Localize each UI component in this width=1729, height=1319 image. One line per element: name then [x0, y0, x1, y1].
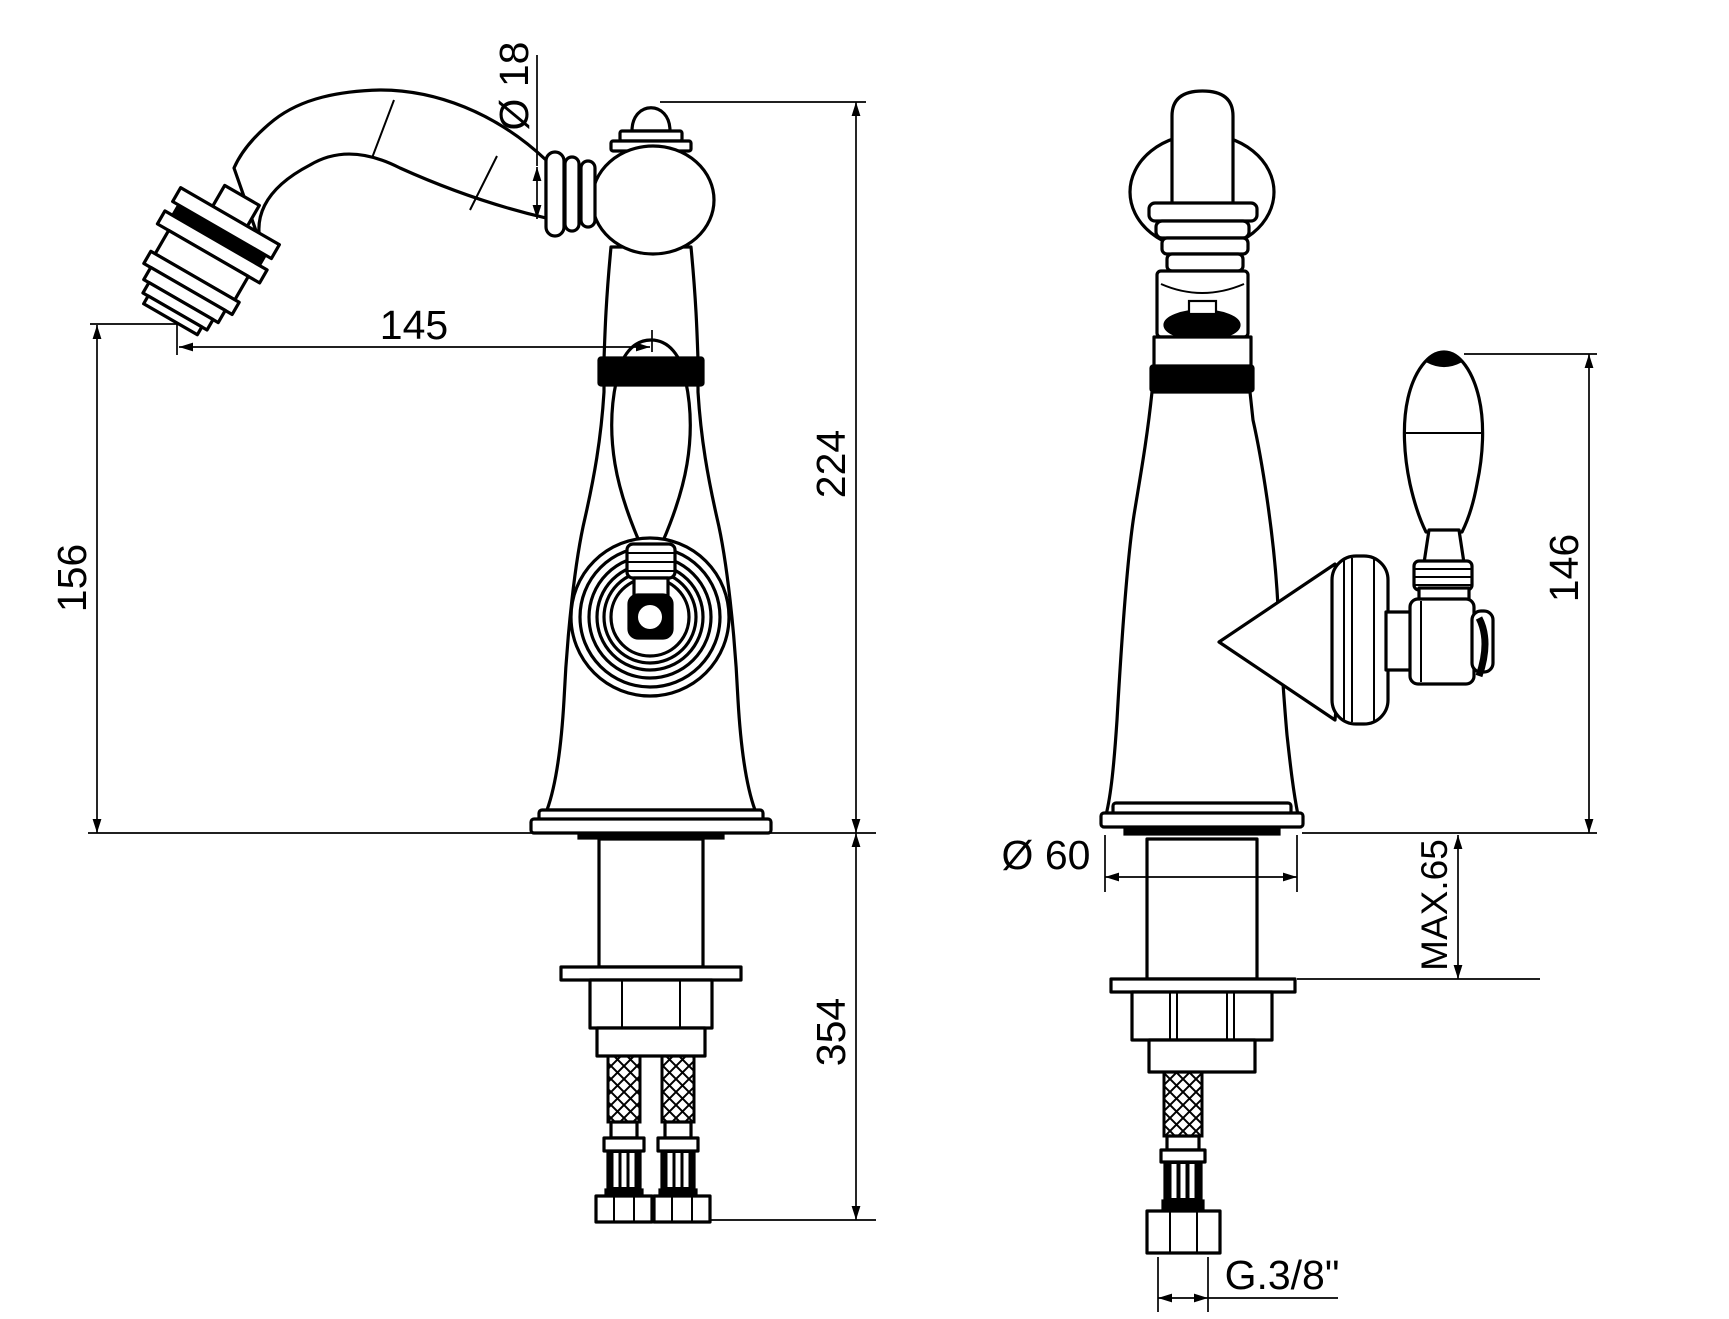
handle-front — [1217, 350, 1495, 726]
dim-total-height: 224 — [808, 102, 861, 833]
spout-band4-front — [1165, 252, 1245, 273]
coupling-block — [595, 1026, 707, 1058]
coupling-block-front — [1147, 1038, 1257, 1074]
base-rim-front — [1099, 811, 1305, 829]
threaded-shank — [597, 837, 705, 969]
spout-ring3 — [579, 159, 597, 229]
swivel-ring-band-side — [597, 356, 705, 387]
dim-handle-height: 146 — [1541, 354, 1594, 833]
spout-ring2 — [563, 155, 581, 233]
supply-hose-left — [594, 1054, 654, 1224]
swivel-ring-band-front — [1149, 364, 1255, 393]
spout-mouth-notch — [1187, 299, 1218, 316]
dimensions-side: 156 145 Ø 18 224 354 — [49, 42, 876, 1221]
base-rim-side — [529, 817, 773, 835]
dim-supply-thread-label: G.3/8" — [1225, 1252, 1340, 1298]
handle-grip-cap — [1426, 352, 1462, 368]
dim-spout-reach: 145 — [179, 302, 650, 352]
handle-upper-stem — [1422, 528, 1466, 565]
dim-spout-reach-label: 145 — [380, 302, 448, 348]
dim-base-diameter: Ø 60 — [1002, 832, 1297, 882]
spout-ring1 — [544, 150, 566, 238]
supply-hose-front — [1145, 1070, 1222, 1255]
supply-hose-right — [652, 1054, 712, 1224]
body-front — [1104, 390, 1300, 817]
handle-mount-waist — [1384, 610, 1414, 672]
dim-spout-diameter: Ø 18 — [491, 42, 542, 219]
dim-handle-height-label: 146 — [1541, 534, 1587, 602]
rosette-hub-hole — [638, 605, 662, 629]
mounting-washer — [559, 965, 743, 982]
dim-outlet-height-label: 156 — [49, 544, 95, 612]
mounting-nut-front — [1130, 990, 1274, 1042]
dim-outlet-height: 156 — [49, 325, 102, 833]
neck-front — [1152, 335, 1253, 369]
dim-spout-diameter-label: Ø 18 — [491, 42, 537, 131]
dim-supply-thread: G.3/8" — [1158, 1252, 1340, 1303]
front-view: 146 MAX.65 Ø 60 G.3/8" — [1002, 89, 1597, 1312]
mounting-washer-front — [1109, 977, 1297, 994]
side-view: 156 145 Ø 18 224 354 — [49, 42, 876, 1224]
underdeck-side — [559, 837, 743, 1224]
dim-max-deck-thickness-label: MAX.65 — [1414, 839, 1455, 971]
aerator-head — [141, 183, 281, 337]
underdeck-front — [1109, 837, 1297, 1255]
handle-mount-barrel — [1330, 554, 1390, 726]
dimensions-front: 146 MAX.65 Ø 60 G.3/8" — [1002, 353, 1597, 1312]
dim-under-deck-depth: 354 — [808, 833, 861, 1220]
dim-under-deck-depth-label: 354 — [808, 998, 854, 1066]
spout-band1-front — [1147, 201, 1259, 223]
spout-segment-lines — [371, 99, 498, 211]
top-cap-dome — [630, 106, 672, 133]
mounting-nut — [588, 978, 714, 1030]
dim-total-height-label: 224 — [808, 430, 854, 498]
spout-band3-front — [1160, 236, 1250, 256]
handle-pivot-block — [1408, 597, 1476, 686]
handle-grip — [1402, 350, 1485, 534]
ball-joint-side — [590, 144, 716, 256]
base-gasket-front — [1123, 826, 1281, 836]
threaded-shank-front — [1145, 837, 1259, 981]
dim-max-deck-thickness: MAX.65 — [1414, 835, 1463, 979]
dim-base-diameter-label: Ø 60 — [1002, 832, 1091, 878]
hose-end-nut — [1145, 1209, 1222, 1255]
spout-apex-front — [1170, 89, 1235, 237]
spout-band2-front — [1154, 219, 1251, 240]
